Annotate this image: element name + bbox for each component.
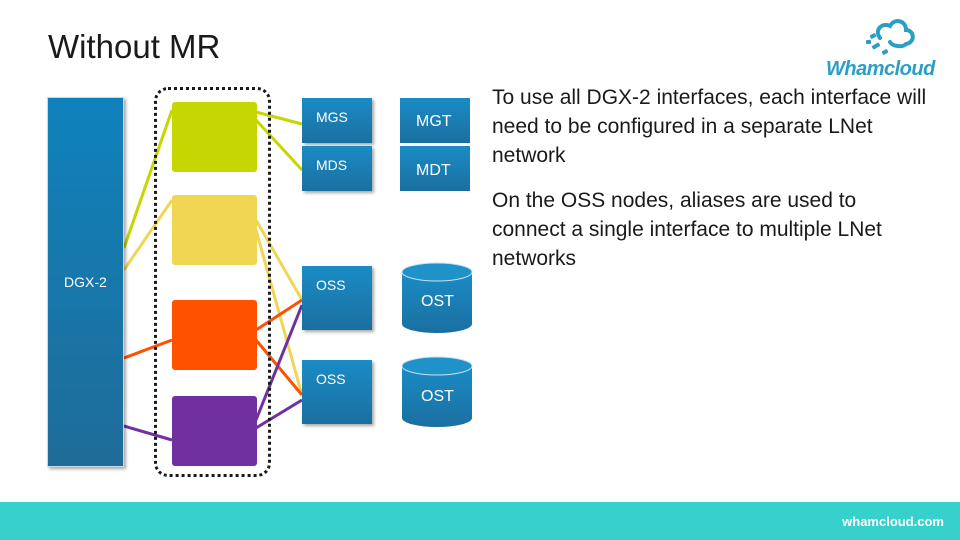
oss-node-1: OSS bbox=[302, 266, 372, 330]
wire-orange-to-dgx bbox=[123, 338, 173, 360]
ost-label-2: OST bbox=[421, 388, 454, 405]
dgx2-node bbox=[47, 97, 124, 467]
ost-label-1: OST bbox=[421, 293, 454, 310]
wire-purple-to-dgx bbox=[123, 424, 173, 442]
wire-yellow-to-dgx bbox=[122, 199, 174, 271]
logo-wordmark: Whamcloud bbox=[826, 58, 935, 80]
interface-purple bbox=[172, 396, 257, 466]
ost-cylinder-1 bbox=[401, 262, 473, 333]
mdt-label: MDT bbox=[416, 162, 451, 179]
mgs-node: MGS bbox=[302, 98, 372, 143]
wire-purple-to-oss2 bbox=[255, 398, 303, 430]
ost-cylinder-2 bbox=[401, 356, 473, 427]
mgt-target bbox=[400, 98, 470, 143]
wire-green-to-mds bbox=[254, 118, 304, 172]
wire-purple-to-oss1 bbox=[254, 304, 304, 421]
wire-orange-to-oss1 bbox=[255, 298, 303, 332]
interface-group-outline bbox=[154, 87, 271, 477]
mds-label: MDS bbox=[316, 157, 348, 173]
wire-orange-to-oss2 bbox=[254, 339, 304, 396]
footer-bar: whamcloud.com bbox=[0, 502, 960, 540]
slide-title: Without MR bbox=[48, 28, 221, 65]
wire-green-to-mgs bbox=[255, 110, 303, 126]
oss-label-1: OSS bbox=[316, 277, 346, 293]
dgx2-label: DGX-2 bbox=[64, 274, 107, 290]
mgt-label: MGT bbox=[416, 113, 452, 130]
wire-green-to-dgx bbox=[122, 109, 174, 249]
interface-green bbox=[172, 102, 257, 172]
oss-label-2: OSS bbox=[316, 371, 346, 387]
footer-url: whamcloud.com bbox=[842, 514, 944, 529]
wire-yellow-to-oss2 bbox=[254, 229, 304, 396]
oss-node-2: OSS bbox=[302, 360, 372, 424]
whamcloud-logo-icon bbox=[866, 19, 915, 55]
paragraph-1: To use all DGX-2 interfaces, each interf… bbox=[492, 86, 927, 167]
mdt-target bbox=[400, 146, 470, 191]
mds-node: MDS bbox=[302, 146, 372, 191]
paragraph-2: On the OSS nodes, aliases are used to co… bbox=[492, 189, 882, 270]
interface-orange bbox=[172, 300, 257, 370]
mgs-label: MGS bbox=[316, 109, 348, 125]
interface-yellow bbox=[172, 195, 257, 265]
wire-yellow-to-oss1 bbox=[254, 219, 304, 301]
